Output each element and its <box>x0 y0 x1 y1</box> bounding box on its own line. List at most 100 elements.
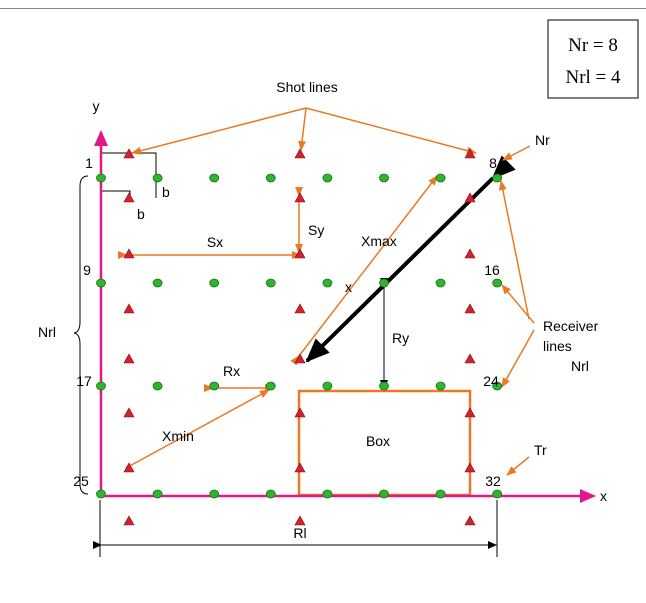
sx-label: Sx <box>207 234 223 250</box>
receiver-number-8: 8 <box>489 155 497 171</box>
shot-lines-label: Shot lines <box>276 79 337 95</box>
shot-point <box>294 462 306 473</box>
x-offset-arrow <box>290 175 438 366</box>
receiver-point <box>265 278 276 288</box>
x-offset-label: x <box>345 279 352 295</box>
receiver-point <box>322 278 333 288</box>
legend-nrl-text: Nrl = 4 <box>565 67 621 88</box>
bin-b-label-vertical: b <box>137 206 145 222</box>
shot-point <box>464 353 476 364</box>
receiver-point <box>435 173 446 183</box>
x-axis-label: x <box>600 488 607 504</box>
bin-bracket-horizontal <box>101 152 157 198</box>
shot-point <box>464 148 476 159</box>
nrl-left-label: Nrl <box>38 324 56 340</box>
receiver-point <box>152 173 163 183</box>
receiver-point <box>379 278 389 288</box>
nr-arrow <box>502 145 531 161</box>
receiver-point <box>96 381 106 391</box>
shot-point <box>464 407 476 418</box>
receiver-lines-arrow-2 <box>501 284 535 324</box>
shot-point <box>123 407 135 418</box>
receiver-point <box>492 489 503 499</box>
receiver-point <box>209 278 220 288</box>
bin-bracket <box>101 152 157 198</box>
receiver-point <box>209 173 220 183</box>
shot-point <box>464 462 476 473</box>
legend-frame <box>547 19 639 99</box>
shot-lines-arrow-mid <box>298 107 307 151</box>
receiver-point <box>96 173 106 183</box>
box-label: Box <box>366 433 390 449</box>
shot-point <box>123 462 135 473</box>
orange-arrows <box>118 107 535 476</box>
receiver-point <box>322 173 333 183</box>
rl-dimension <box>93 500 498 557</box>
receiver-number-17: 17 <box>76 373 92 389</box>
receiver-point <box>435 381 446 391</box>
receiver-lines-arrow-1 <box>498 180 530 320</box>
shot-point <box>123 248 135 259</box>
tr-label: Tr <box>534 442 547 458</box>
receiver-point <box>209 489 220 499</box>
receiver-point <box>322 489 333 499</box>
receiver-point <box>492 173 503 183</box>
receiver-point <box>152 381 163 391</box>
receiver-point <box>209 381 220 391</box>
receiver-lines-label-2: lines <box>543 338 572 354</box>
receiver-point <box>435 489 446 499</box>
receiver-number-1: 1 <box>85 155 93 171</box>
receiver-point <box>379 381 389 391</box>
shot-point <box>294 407 306 418</box>
shot-point <box>123 192 135 203</box>
receiver-point <box>152 489 163 499</box>
receiver-point <box>96 278 106 288</box>
shot-point <box>294 248 306 259</box>
shot-point <box>123 353 135 364</box>
nrl-curly-brace <box>73 175 89 495</box>
shot-point <box>294 353 306 364</box>
labels: y x Shot lines Nr 1 8 9 16 17 24 25 32 b… <box>38 79 607 541</box>
legend-nr-text: Nr = 8 <box>568 35 618 56</box>
xmin-label: Xmin <box>162 428 194 444</box>
receiver-point <box>265 489 276 499</box>
receiver-point <box>492 278 503 288</box>
receiver-number-24: 24 <box>483 373 499 389</box>
receiver-point <box>435 278 446 288</box>
receiver-point <box>492 381 503 391</box>
shot-point <box>294 192 306 203</box>
receiver-point <box>379 173 389 183</box>
shot-point <box>464 303 476 314</box>
shot-point <box>464 248 476 259</box>
legend-box: Nr = 8 Nrl = 4 <box>547 19 639 99</box>
receiver-number-25: 25 <box>73 473 89 489</box>
bin-bracket-vertical <box>101 190 131 198</box>
receiver-point <box>152 278 163 288</box>
receiver-number-32: 32 <box>485 473 501 489</box>
receiver-lines-arrow-3 <box>501 329 535 388</box>
xmax-label: Xmax <box>361 233 397 249</box>
shot-point <box>294 515 306 526</box>
receiver-point <box>322 381 333 391</box>
receiver-number-16: 16 <box>484 262 500 278</box>
y-axis-label: y <box>93 98 100 114</box>
ry-label: Ry <box>392 330 409 346</box>
shot-point <box>294 303 306 314</box>
shot-point <box>123 515 135 526</box>
sy-label: Sy <box>308 222 324 238</box>
shot-point <box>123 303 135 314</box>
receiver-point <box>379 489 389 499</box>
rx-label: Rx <box>223 363 240 379</box>
shot-point <box>123 148 135 159</box>
shot-points <box>123 148 476 526</box>
shot-lines-arrow-right <box>305 107 477 155</box>
axes <box>94 130 596 503</box>
rl-label: Rl <box>293 525 306 541</box>
receiver-point <box>265 173 276 183</box>
receiver-lines-label: Receiver <box>543 318 599 334</box>
nr-label: Nr <box>535 132 550 148</box>
shot-point <box>294 148 306 159</box>
xmin-arrow <box>125 389 270 469</box>
tr-arrow <box>506 456 530 476</box>
